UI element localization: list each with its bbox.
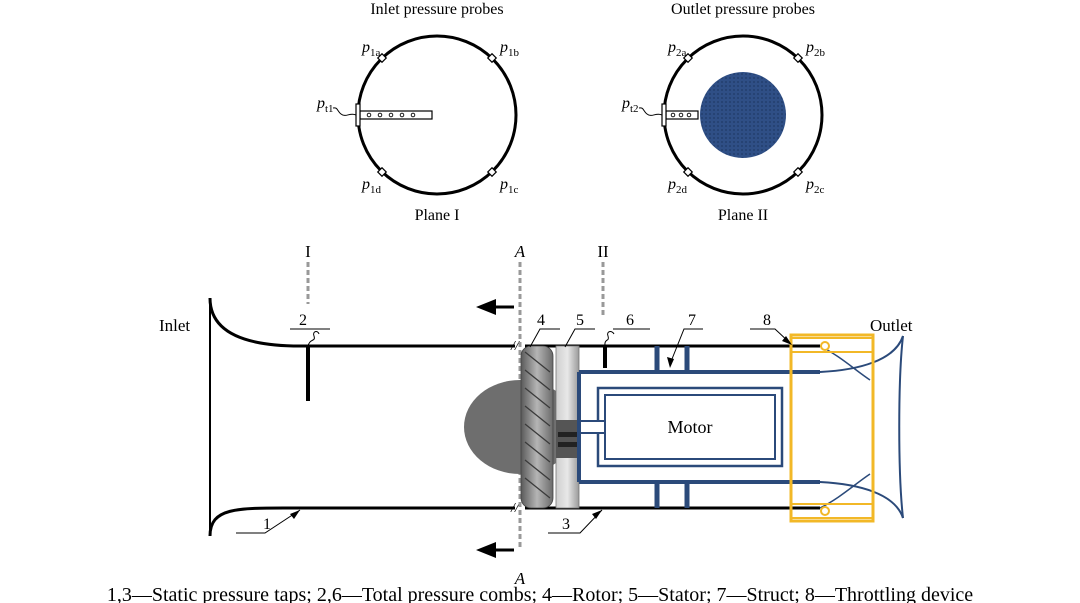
callout-3-leader: [548, 509, 603, 534]
callout-2: 2: [299, 312, 307, 329]
section-arrow-bottom: [476, 542, 496, 558]
plane-1-roman: I: [305, 242, 311, 261]
outlet-probes-title: Outlet pressure probes: [671, 1, 815, 18]
bellmouth-upper: [208, 297, 515, 348]
callout-4-leader: [529, 328, 560, 348]
svg-text://: //: [510, 501, 520, 516]
tap-p1c-marker: [486, 166, 498, 178]
tap-p2b-marker: [792, 52, 804, 64]
inlet-label: Inlet: [159, 316, 190, 335]
motor-label: Motor: [668, 417, 713, 437]
label-pt1: pt1: [316, 95, 334, 115]
callout-6: 6: [626, 312, 634, 329]
callout-1-leader: [236, 509, 301, 534]
label-p2b: p2b: [805, 39, 826, 59]
tap-p2c-marker: [792, 166, 804, 178]
bellmouth-lower: [208, 506, 515, 537]
callout-5: 5: [576, 312, 584, 329]
svg-text://: //: [510, 339, 520, 354]
callout-4: 4: [537, 312, 545, 329]
label-pt2: pt2: [621, 95, 639, 115]
hub-section: [700, 72, 786, 158]
callout-3: 3: [562, 516, 570, 533]
plane-2-label: Plane II: [718, 207, 768, 224]
tap-p1b-marker: [486, 52, 498, 64]
inlet-probe-panel: Inlet pressure probes p1a p1b pt1 p1d p1…: [316, 1, 520, 224]
motor-inner: [604, 394, 776, 460]
motor-shaft: [579, 420, 606, 434]
tap-p2d-marker: [682, 166, 694, 178]
section-arrow-top: [476, 299, 496, 315]
label-p2d: p2d: [667, 176, 688, 196]
outlet-label: Outlet: [870, 316, 913, 335]
callout-7: 7: [688, 312, 696, 329]
callout-5-leader: [564, 328, 595, 348]
callout-8: 8: [763, 312, 771, 329]
tap-p2a-marker: [682, 52, 694, 64]
tap-p1a-marker: [376, 52, 388, 64]
tap-p1d-marker: [376, 166, 388, 178]
plane-2-roman: II: [597, 242, 609, 261]
label-p1d: p1d: [361, 176, 382, 196]
section-a-bottom: A: [514, 569, 526, 588]
label-p2a: p2a: [667, 39, 687, 59]
label-p1b: p1b: [499, 39, 520, 59]
label-p2c: p2c: [805, 176, 825, 196]
throttling-device: [789, 333, 875, 523]
outlet-lip: [898, 335, 904, 519]
section-a-top: A: [514, 242, 526, 261]
label-p1a: p1a: [361, 39, 381, 59]
side-view: // // I II A A Inlet Outlet: [159, 242, 913, 588]
callout-7-leader: [669, 328, 703, 365]
inlet-probes-title: Inlet pressure probes: [370, 1, 503, 18]
callout-1: 1: [263, 516, 271, 533]
label-p1c: p1c: [499, 176, 519, 196]
outlet-probe-panel: Outlet pressure probes p2a p2b pt2 p2d p…: [621, 1, 826, 224]
plane-1-label: Plane I: [415, 207, 460, 224]
figure-caption: 1,3—Static pressure taps; 2,6—Total pres…: [107, 584, 973, 603]
